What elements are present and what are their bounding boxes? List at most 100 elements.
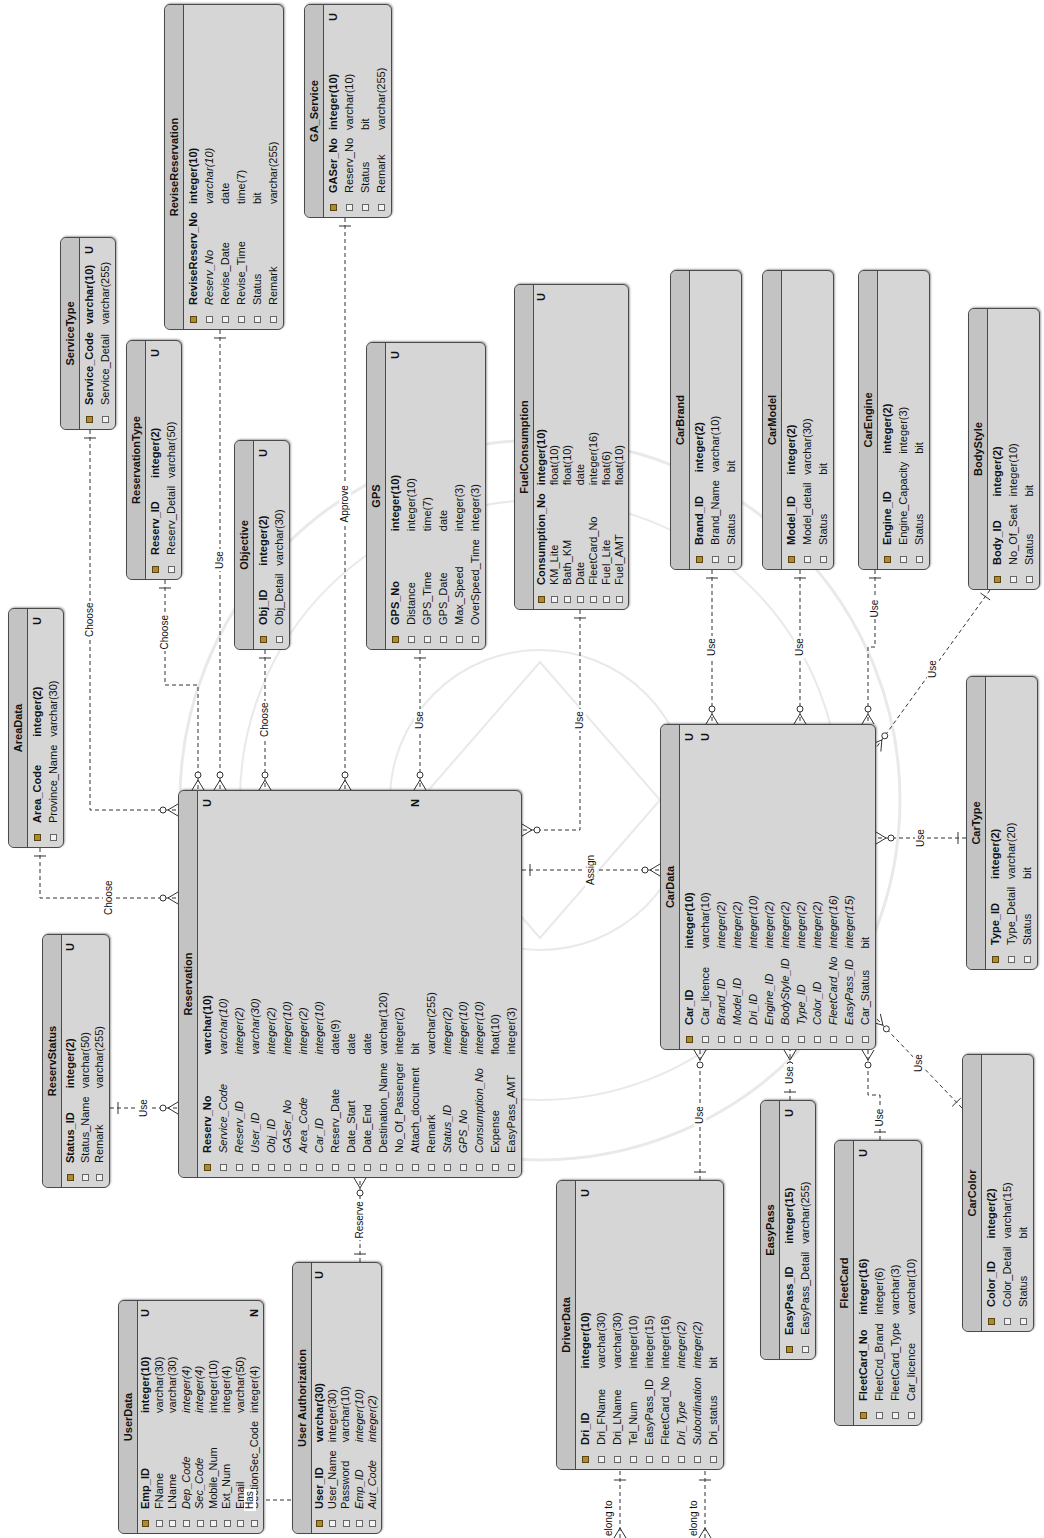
crows-foot — [876, 832, 886, 844]
field-name: Status_Name — [78, 1096, 93, 1163]
entity-name: CarType — [967, 677, 986, 969]
field-name: FleetCard_No — [825, 957, 841, 1025]
field-icon — [630, 1456, 637, 1463]
relationship-label: Use — [794, 636, 806, 658]
field-type: varchar(50) — [78, 1026, 93, 1088]
field-type: varchar(255) — [97, 262, 113, 324]
crows-foot — [706, 714, 718, 724]
cardinality-bar — [339, 226, 351, 227]
optional-circle — [888, 835, 894, 841]
crows-foot — [168, 892, 178, 904]
field-name: Aut_Code — [366, 1450, 379, 1509]
field-name: Max_Speed — [451, 539, 467, 625]
field-icon — [424, 636, 431, 643]
field-type: varchar(255) — [265, 142, 281, 204]
field-list: ReviseReserv_Nointeger(10)Reserv_Novarch… — [184, 5, 283, 329]
field-icon — [876, 1412, 883, 1419]
cardinality-bar — [874, 1132, 886, 1133]
key-icon — [67, 1174, 74, 1181]
crows-foot — [522, 824, 532, 836]
field-list: Body_IDinteger(2)No_Of_Seatinteger(10)St… — [988, 309, 1039, 589]
relationship — [339, 218, 351, 790]
field-name: Brand_ID — [691, 480, 707, 545]
field-icon — [348, 1164, 355, 1171]
field-type: varchar(20) — [1003, 823, 1019, 879]
offpage-connectors — [620, 1470, 705, 1538]
field-name: Emp_ID — [139, 1421, 153, 1509]
field-flag: U — [147, 349, 163, 357]
field-icon — [251, 1520, 258, 1527]
relationship-label: Use — [784, 1064, 796, 1086]
field-name: Type_ID — [987, 887, 1003, 945]
crows-foot — [168, 1102, 178, 1114]
field-icon — [168, 566, 175, 573]
key-icon — [884, 556, 891, 563]
field-type: integer(4) — [248, 1357, 262, 1413]
field-name: Reserv_No — [341, 138, 357, 193]
field-type: integer(10) — [745, 892, 761, 948]
field-name: Province_Name — [45, 745, 61, 823]
field-type: integer(2) — [231, 992, 247, 1054]
field-name: Obj_ID — [263, 1063, 279, 1154]
optional-circle — [195, 772, 201, 778]
field-name: Date_End — [359, 1063, 375, 1154]
field-list: Reserv_Novarchar(10)UService_Codevarchar… — [198, 791, 521, 1177]
field-name: Dri_Type — [673, 1377, 689, 1445]
field-name: Car_Status — [857, 957, 873, 1025]
entity-table: FuelConsumptionConsumption_Nointeger(10)… — [514, 284, 629, 610]
entity-name: GA_Service — [305, 5, 324, 217]
field-type: integer(10) — [185, 142, 201, 204]
field-name: Reserv_ID — [147, 486, 163, 555]
field-type: integer(10) — [577, 1312, 593, 1368]
cardinality-bar — [34, 856, 46, 857]
key-icon — [696, 556, 703, 563]
entity-name: CarModel — [763, 271, 782, 569]
field-name: Status — [815, 483, 831, 545]
field-type: varchar(30) — [271, 509, 287, 565]
cardinality-bar — [414, 658, 426, 659]
field-type: bit — [407, 992, 423, 1054]
field-name: FleetCrd_Brand — [871, 1323, 887, 1401]
field-name: Subordination — [689, 1377, 705, 1445]
field-type: integer(10) — [311, 992, 327, 1054]
field-icon — [804, 556, 811, 563]
field-type: date — [574, 429, 587, 485]
field-icon — [268, 1164, 275, 1171]
field-name: Color_ID — [809, 957, 825, 1025]
entity-name: Reservation — [179, 791, 198, 1177]
relationship-label: Use — [869, 598, 881, 620]
field-type: varchar(30) — [166, 1357, 180, 1413]
field-icon — [814, 1036, 821, 1043]
field-icon — [156, 1520, 163, 1527]
cardinality-bar — [706, 578, 718, 579]
relationship — [414, 650, 426, 790]
field-type: integer(2) — [989, 443, 1005, 496]
optional-circle — [160, 807, 166, 813]
field-icon — [276, 636, 283, 643]
field-type: date(9) — [327, 992, 343, 1054]
key-icon — [86, 416, 93, 423]
field-name: Tel_Num — [625, 1377, 641, 1445]
relationship — [872, 1014, 962, 1108]
entity-name: UserData — [119, 1301, 138, 1533]
entity-table: User AuthorizationUser_IDvarchar(30)UUse… — [292, 1262, 382, 1534]
field-icon — [460, 1164, 467, 1171]
field-list: Type_IDinteger(2)Type_Detailvarchar(20)S… — [986, 677, 1037, 969]
optional-circle — [797, 706, 803, 712]
field-name: FleetCard_No — [855, 1323, 871, 1401]
cardinality-bar — [784, 1092, 796, 1093]
field-icon — [1024, 956, 1031, 963]
field-name: Service_Code — [81, 332, 97, 405]
field-flag: U — [29, 617, 45, 625]
field-name: Service_Detail — [97, 332, 113, 405]
field-icon — [728, 556, 735, 563]
key-icon — [392, 636, 399, 643]
field-flag: U — [255, 449, 271, 457]
field-name: Obj_ID — [255, 574, 271, 625]
key-icon — [190, 316, 197, 323]
key-icon — [582, 1456, 589, 1463]
crows-foot — [339, 780, 351, 790]
field-type: integer(10) — [471, 992, 487, 1054]
field-flag: U — [313, 1271, 326, 1279]
